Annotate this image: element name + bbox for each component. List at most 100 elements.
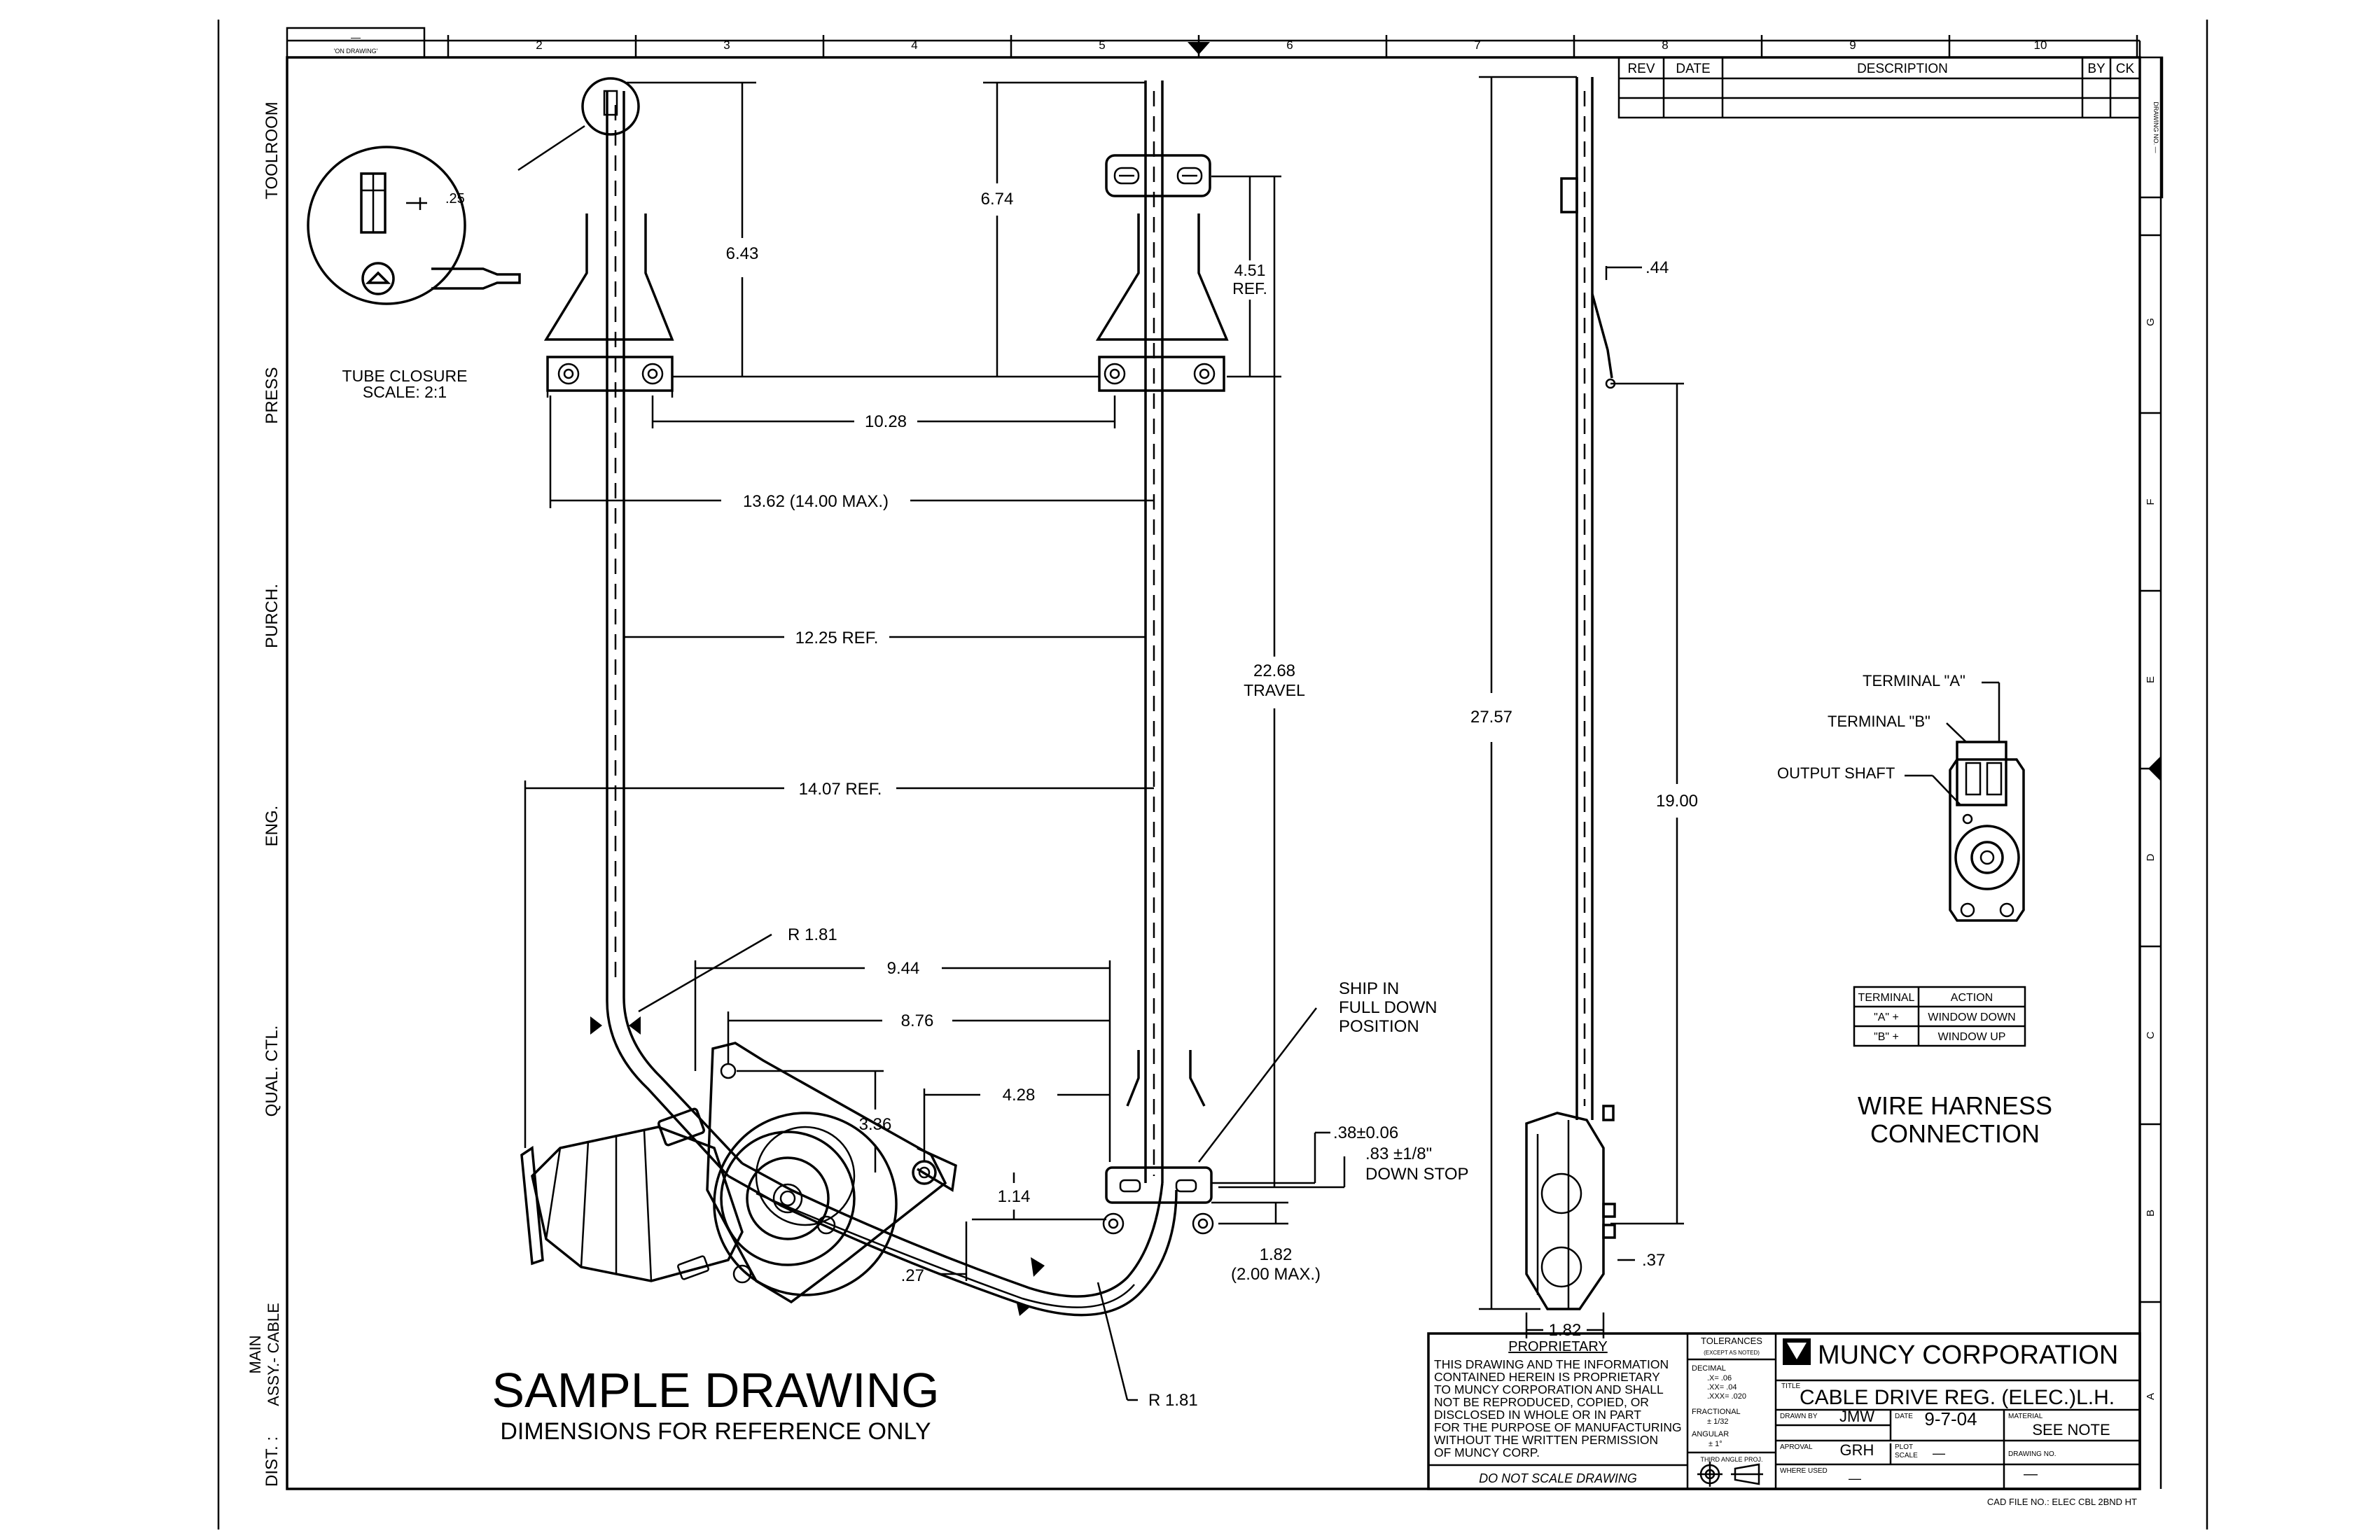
where-used-value: — [1849,1471,1861,1485]
column-label: 8 [1662,38,1668,52]
row-label: G [2145,318,2157,326]
sample-title: SAMPLE DRAWING [492,1363,939,1418]
output-shaft-label: OUTPUT SHAFT [1777,764,1895,782]
tolerances-sub: (EXCEPT AS NOTED) [1704,1350,1760,1356]
top-left-box: — 'ON DRAWING' [286,27,426,59]
cad-file-number: CAD FILE NO.: ELEC CBL 2BND HT [1987,1497,2137,1507]
note-ship-in: SHIP IN [1339,979,1399,998]
proprietary-line: DISCLOSED IN WHOLE OR IN PART [1434,1408,1641,1422]
title-block: PROPRIETARY THIS DRAWING AND THE INFORMA… [1427,1332,2141,1490]
sample-caption: SAMPLE DRAWING DIMENSIONS FOR REFERENCE … [492,1363,939,1445]
top-left-box-line2: 'ON DRAWING' [334,48,378,55]
sheet-border [217,20,2208,1530]
where-used-label: WHERE USED [1780,1467,1828,1475]
title-label: TITLE [1781,1382,1801,1390]
dept-label: QUAL. CTL. [263,1026,281,1117]
column-label: 9 [1849,38,1856,52]
dim-2-00-max: (2.00 MAX.) [1231,1265,1321,1284]
row-label: E [2145,676,2157,683]
rev-header: REV [1627,62,1655,76]
dim-4-51: 4.51 [1234,261,1266,279]
dim-r-1-81-lower: R 1.81 [1148,1391,1198,1410]
proprietary-line: THIS DRAWING AND THE INFORMATION [1434,1357,1669,1371]
dim-r-1-81-upper: R 1.81 [788,925,837,944]
harness-table-header: ACTION [1951,992,1993,1004]
wire-harness: TERMINAL "A" TERMINAL "B" OUTPUT SHAFT T… [1777,672,2052,1148]
row-label: C [2145,1031,2157,1039]
column-label: 3 [723,38,730,52]
department-labels: TOOLROOM PRESS PURCH. ENG. QUAL. CTL. MA… [246,102,282,1487]
dim-0-27: .27 [901,1266,924,1285]
harness-caption-line2: CONNECTION [1870,1119,2040,1148]
decimal-label: DECIMAL [1692,1364,1726,1373]
angular-label: ANGULAR [1692,1430,1729,1438]
dept-label-line: ASSY.- CABLE [265,1303,282,1406]
harness-table-cell: "A" + [1874,1011,1899,1023]
note-position: POSITION [1339,1017,1419,1036]
dept-label: PURCH. [263,584,281,648]
plot-scale-label: SCALE [1895,1452,1918,1460]
date-value: 9-7-04 [1924,1408,1977,1429]
dept-label: MAINASSY.- CABLE [246,1303,282,1406]
proprietary-heading: PROPRIETARY [1508,1339,1608,1354]
decimal-value: .XX= .04 [1707,1383,1737,1392]
rev-header: CK [2116,62,2135,76]
front-dimensions: 6.43 6.74 4.51 REF. 10.28 13.62 (14.00 M… [524,81,1469,1410]
dim-22-68: 22.68 [1253,662,1295,680]
detail-dim-025: .25 [445,191,465,206]
harness-caption-line1: WIRE HARNESS [1858,1091,2052,1120]
dim-10-28: 10.28 [865,412,907,431]
approval-label: APROVAL [1780,1443,1813,1451]
plot-label: PLOT [1895,1443,1913,1451]
proprietary-line: FOR THE PURPOSE OF MANUFACTURING [1434,1420,1682,1434]
decimal-value: .X= .06 [1707,1374,1732,1382]
row-label: F [2145,498,2157,505]
dim-1-14: 1.14 [998,1187,1031,1206]
tolerances-heading: TOLERANCES [1701,1336,1762,1346]
column-label: 2 [536,38,542,52]
column-label: 10 [2034,38,2047,52]
dim-0-38: .38±0.06 [1333,1124,1398,1142]
note-full-down: FULL DOWN [1339,998,1437,1017]
do-not-scale: DO NOT SCALE DRAWING [1479,1471,1637,1485]
motor-drive [520,1042,957,1304]
dim-19-00: 19.00 [1656,792,1698,811]
terminal-b-label: TERMINAL "B" [1828,713,1930,730]
proprietary-line: OF MUNCY CORP. [1434,1446,1540,1460]
drawing-title: CABLE DRIVE REG. (ELEC.)L.H. [1800,1386,2115,1409]
revision-table: REV DATE DESCRIPTION BY CK [1617,56,2141,119]
third-angle-label: THIRD ANGLE PROJ. [1700,1456,1762,1463]
dept-label: DIST. : [263,1436,281,1487]
material-value: SEE NOTE [2032,1421,2110,1438]
dept-label-line: MAIN [246,1336,264,1374]
front-view [520,77,1229,1317]
approval-value: GRH [1840,1441,1874,1459]
proprietary-line: TO MUNCY CORPORATION AND SHALL [1434,1382,1664,1396]
dim-0-83-down-stop: DOWN STOP [1365,1165,1469,1184]
dim-14-07-ref: 14.07 REF. [799,780,882,799]
sample-subtitle: DIMENSIONS FOR REFERENCE ONLY [500,1418,931,1445]
side-view: 27.57 .44 19.00 .37 1.82 [1470,76,1698,1340]
top-left-box-line1: — [351,31,361,43]
rev-header: DESCRIPTION [1857,62,1948,76]
dim-0-83: .83 ±1/8" [1365,1144,1432,1163]
dept-label: PRESS [263,367,281,424]
detail-scale: SCALE: 2:1 [363,383,447,401]
column-label: 4 [911,38,917,52]
terminal-a-label: TERMINAL "A" [1863,672,1965,690]
row-label: D [2145,853,2157,861]
dim-0-44: .44 [1645,258,1669,277]
angular-value: ± 1° [1709,1440,1723,1448]
dim-8-76: 8.76 [901,1011,934,1030]
drawing-no-value: — [2024,1466,2038,1482]
column-label: 7 [1474,38,1480,52]
sheet-id-box: DRAWING NO. — [2138,56,2164,199]
dim-4-51-ref: REF. [1232,279,1267,298]
detail-title: TUBE CLOSURE [342,367,468,385]
dim-4-28: 4.28 [1003,1086,1036,1105]
dim-0-37: .37 [1642,1251,1665,1270]
drawing-no-label: DRAWING NO. [2008,1450,2057,1458]
plot-scale-value: — [1933,1446,1945,1460]
dept-label: TOOLROOM [263,102,281,200]
dim-27-57: 27.57 [1470,708,1512,727]
